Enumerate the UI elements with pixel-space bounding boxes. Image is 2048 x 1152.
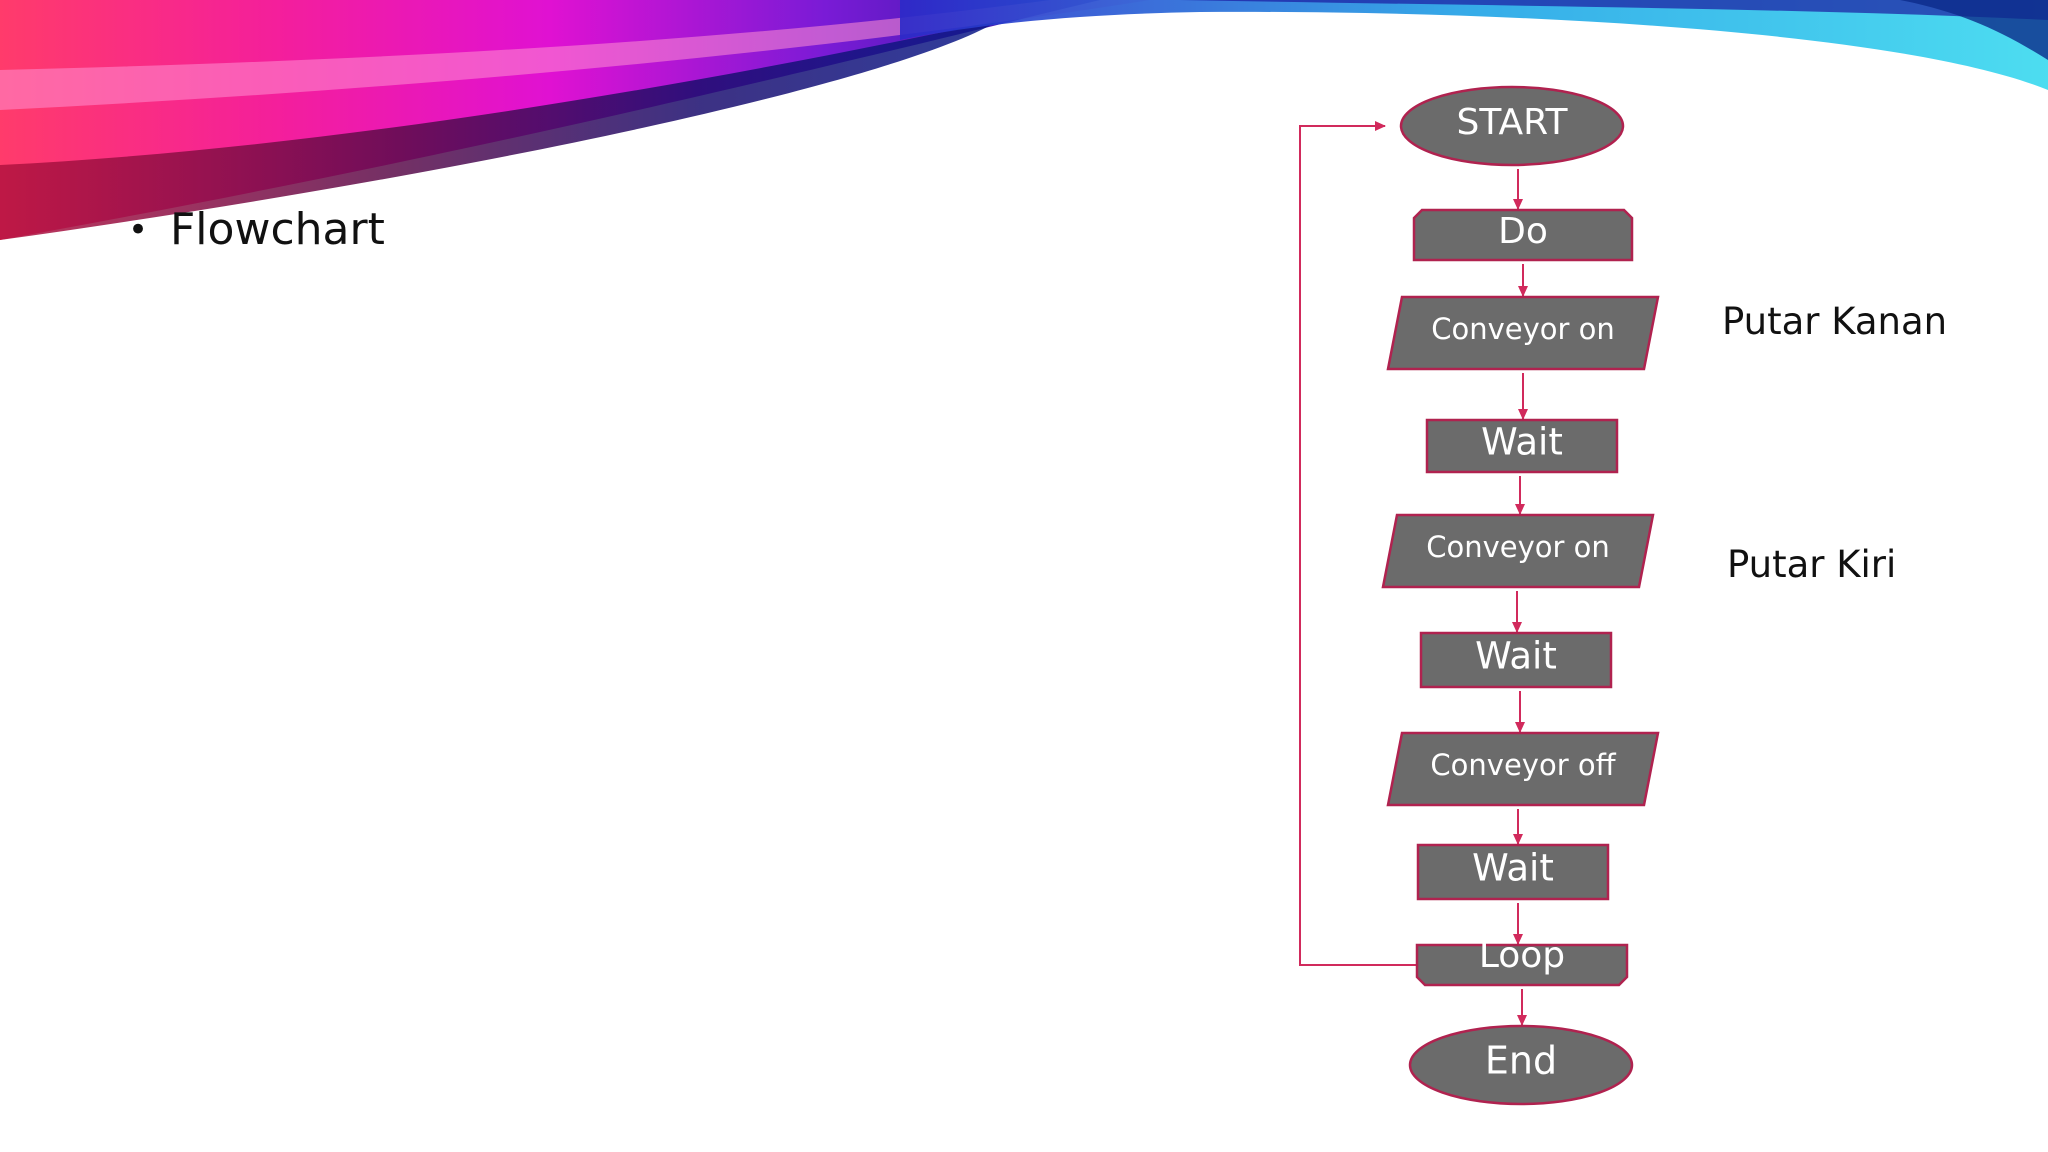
node-conveyor-off: Conveyor off <box>1386 731 1660 807</box>
annotation-putar-kiri: Putar Kiri <box>1727 543 1897 586</box>
wait-1-shape <box>1425 418 1619 474</box>
bullet-marker: • <box>128 210 149 250</box>
node-loop-label: Loop <box>1479 935 1565 976</box>
loop-shape <box>1415 943 1629 987</box>
node-loop: Loop <box>1415 935 1629 987</box>
conveyor-on-1-shape <box>1386 295 1660 371</box>
end-shape <box>1408 1024 1634 1106</box>
bullet-text: Flowchart <box>170 204 385 255</box>
node-wait-3-label: Wait <box>1472 847 1554 890</box>
node-do-label: Do <box>1498 211 1548 252</box>
annotation-putar-kanan: Putar Kanan <box>1722 300 1948 343</box>
node-wait-2-label: Wait <box>1475 635 1557 678</box>
node-wait-1: Wait <box>1425 418 1619 474</box>
node-start: START <box>1399 85 1625 167</box>
node-conveyor-on-1: Conveyor on <box>1386 295 1660 371</box>
start-shape <box>1399 85 1625 167</box>
bullet-item-flowchart: • Flowchart <box>128 198 385 262</box>
node-do: Do <box>1412 208 1634 262</box>
do-shape <box>1412 208 1634 262</box>
node-wait-3: Wait <box>1416 843 1610 901</box>
node-start-label: START <box>1456 102 1568 143</box>
node-wait-1-label: Wait <box>1481 421 1563 464</box>
wait-2-shape <box>1419 631 1613 689</box>
connector-loop-to-start-loop-back <box>1299 121 1417 966</box>
node-end: End <box>1408 1024 1634 1106</box>
connectors <box>1299 121 1528 1026</box>
decorative-swoosh-banner <box>0 0 2048 240</box>
node-conveyor-on-1-label: Conveyor on <box>1431 312 1615 346</box>
node-conveyor-on-2-label: Conveyor on <box>1426 530 1610 564</box>
node-conveyor-on-2: Conveyor on <box>1381 513 1655 589</box>
node-conveyor-off-label: Conveyor off <box>1430 748 1616 782</box>
conveyor-on-2-shape <box>1381 513 1655 589</box>
node-wait-2: Wait <box>1419 631 1613 689</box>
node-end-label: End <box>1485 1039 1557 1083</box>
wait-3-shape <box>1416 843 1610 901</box>
conveyor-off-shape <box>1386 731 1660 807</box>
